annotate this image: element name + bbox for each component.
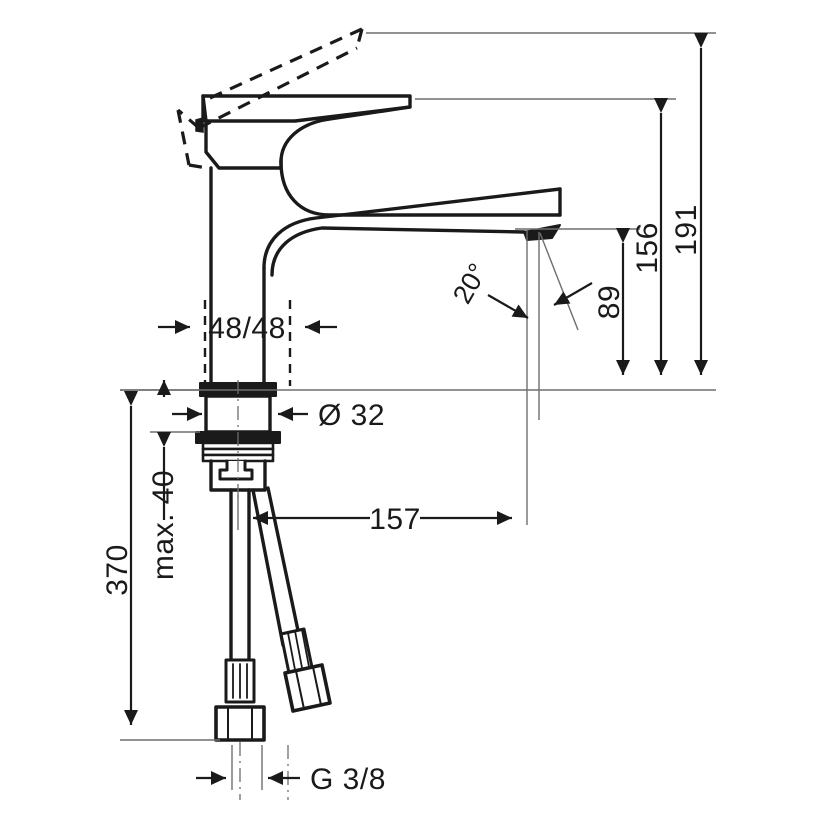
hose-vertical-tube: [229, 488, 251, 662]
dashed-lever-pivot-base: [188, 163, 208, 170]
lever-pivot-notch: [195, 117, 204, 133]
label-370: 370: [101, 544, 134, 596]
dimension-labels: 191 156 89 370 max. 40 157 48/48 Ø 32 G …: [101, 204, 703, 796]
dashed-lever-tip: [355, 28, 364, 49]
dashed-lever-pivot-lower: [176, 109, 191, 166]
hose-nut-vertical: [214, 705, 266, 742]
label-diameter-32: Ø 32: [318, 399, 385, 432]
dimline-angle-right: [553, 282, 593, 306]
lever-neck-outline: [204, 119, 283, 170]
spout-body-upper: [262, 187, 562, 270]
hose-nut-vertical-edge: [227, 706, 253, 741]
hose-angled-tube: [251, 486, 302, 647]
extension-lines: [120, 32, 716, 790]
spout-body-lower: [270, 226, 526, 277]
dimline-angle-left: [487, 294, 529, 319]
hose-nut-angled-edge: [295, 666, 322, 710]
label-89: 89: [593, 285, 626, 319]
dashed-lever-top: [209, 27, 363, 100]
hose-coupling-vertical-knurl: [232, 663, 248, 699]
centerline-group: [237, 380, 289, 800]
dashed-lever-bottom: [198, 46, 358, 130]
label-156: 156: [631, 222, 664, 274]
label-max40: max. 40: [147, 470, 180, 580]
label-g38: G 3/8: [310, 763, 386, 796]
fixing-clamp: [218, 459, 254, 481]
hose-coupling-angled-knurl: [287, 629, 311, 676]
label-4848: 48/48: [208, 312, 286, 345]
ext-line-angle-slope: [539, 232, 579, 331]
label-angle-20: 20°: [447, 258, 493, 308]
lever-cavity-upper: [279, 105, 412, 164]
hose-nut-angled: [283, 663, 332, 713]
label-157: 157: [369, 503, 421, 536]
dimension-lines: [124, 33, 708, 785]
lever-open-position-dashed: [176, 27, 364, 170]
lever-handle-outline: [201, 94, 412, 123]
label-191: 191: [670, 204, 703, 256]
